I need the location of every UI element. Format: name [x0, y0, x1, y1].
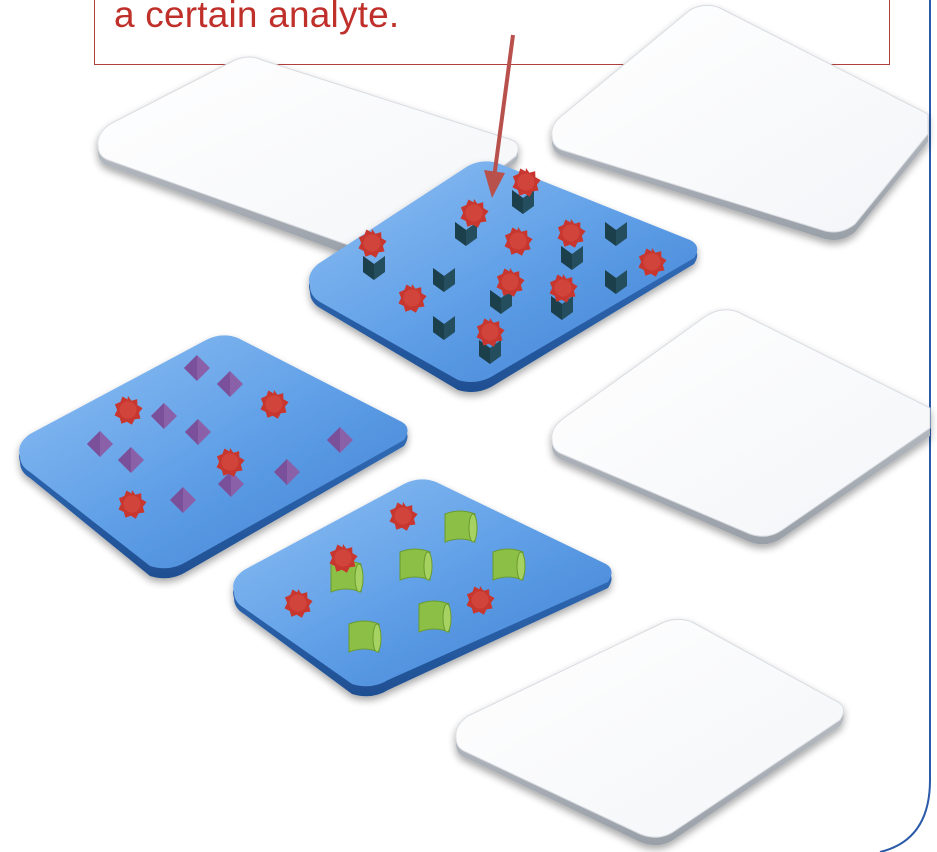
- cylinder-receptor-icon: [492, 548, 526, 581]
- callout-text: a certain analyte.: [114, 0, 400, 35]
- empty-tile: [455, 618, 844, 846]
- cylinder-receptor-icon: [348, 620, 382, 653]
- sensor-tile-cylinder: [233, 479, 612, 697]
- cylinder-receptor-icon: [399, 548, 433, 581]
- cylinder-receptor-icon: [444, 510, 478, 543]
- sensor-tile-diamond: [19, 335, 408, 579]
- right-bracket-line: [879, 0, 931, 852]
- callout-arrow: [484, 34, 515, 198]
- empty-tile: [551, 4, 929, 240]
- empty-tile: [551, 309, 931, 545]
- cylinder-receptor-icon: [418, 600, 452, 633]
